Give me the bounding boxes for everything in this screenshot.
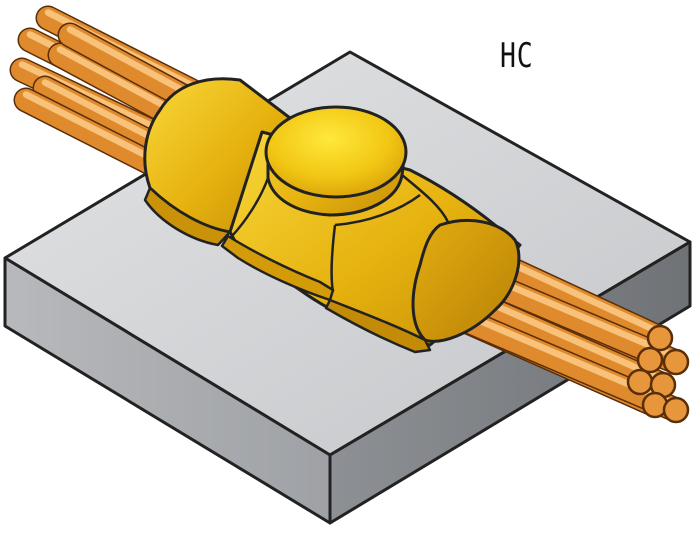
- copper-strand-end: [646, 324, 674, 352]
- copper-strand-end: [662, 396, 690, 424]
- weld-dome-top: [264, 105, 408, 199]
- exothermic-weld: [143, 77, 522, 354]
- weld-edge-line-3: [330, 224, 337, 293]
- weld-right-collar: [411, 218, 521, 343]
- copper-cable-end: [626, 324, 690, 424]
- weld-edge-line-2: [401, 174, 450, 223]
- copper-strand: [13, 87, 173, 181]
- weld-edge-line-4: [334, 193, 421, 227]
- weld-left-sleeve-shade: [143, 186, 232, 247]
- copper-strand-end: [636, 346, 664, 374]
- copper-strand: [457, 287, 676, 398]
- copper-strand-end: [626, 368, 654, 396]
- copper-strand-end: [662, 348, 690, 376]
- weld-edge-line: [231, 177, 270, 237]
- weld-front-lower: [324, 298, 432, 354]
- diagram-label: HC: [500, 36, 534, 76]
